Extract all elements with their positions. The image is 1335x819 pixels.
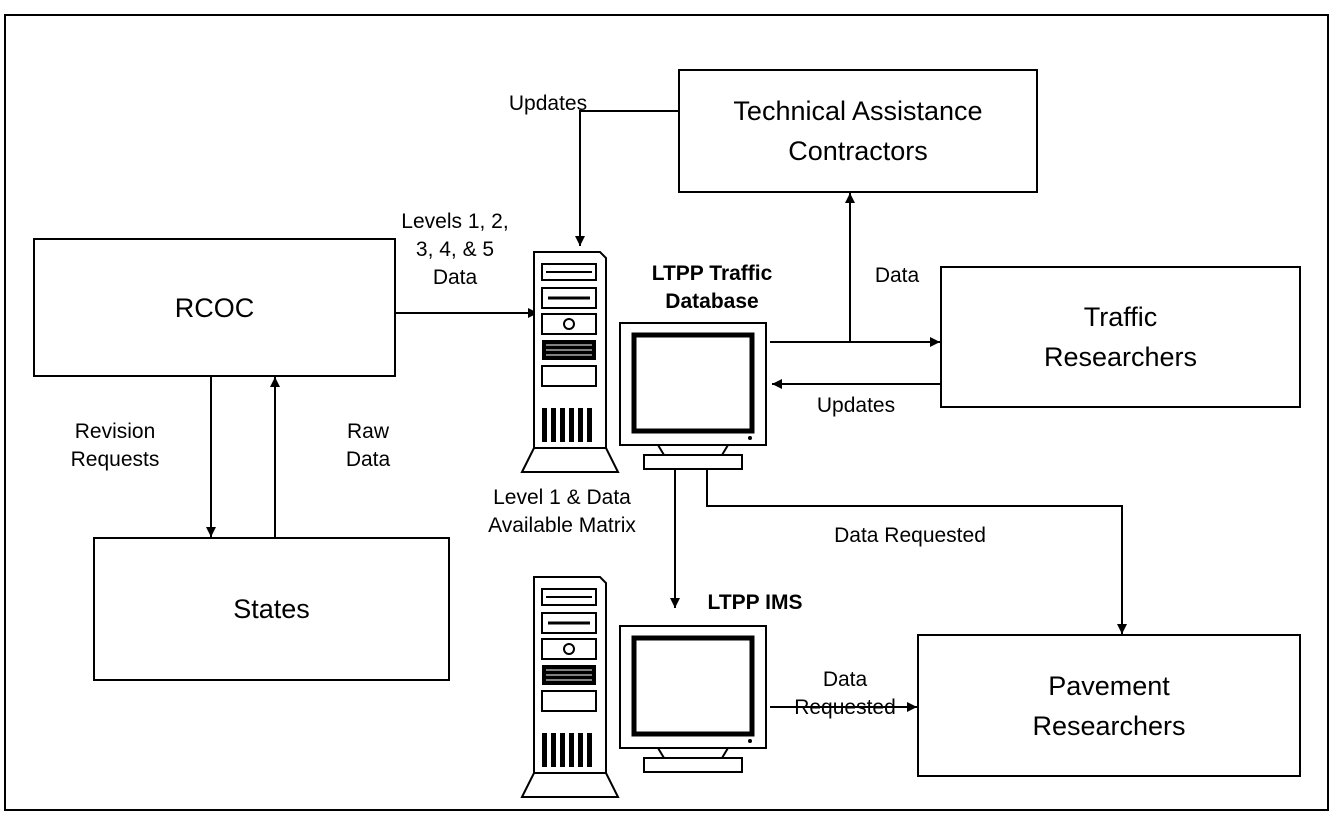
label-data: Data [874, 264, 920, 287]
server-tower-icon [520, 251, 620, 473]
server-tower-icon-ims [520, 576, 620, 798]
label-revision-requests: Revision Requests [70, 420, 160, 471]
label-ltpp-ims: LTPP IMS [707, 591, 803, 614]
label-raw-data: Raw Data [345, 420, 391, 471]
box-rcoc: RCOC [33, 238, 396, 377]
box-states: States [93, 537, 450, 681]
label-data-requested-top: Data Requested [834, 524, 986, 547]
label-ltpp-traffic-database: LTPP Traffic Database [651, 262, 773, 313]
arrow-updates-to-database [575, 110, 678, 246]
box-technical-assistance: Technical Assistance Contractors [678, 69, 1038, 193]
label-data-requested-bottom: Data Requested [794, 668, 896, 719]
diagram-frame [4, 14, 1329, 811]
label-level1-matrix: Level 1 & Data Available Matrix [488, 486, 636, 537]
label-updates-right: Updates [816, 394, 896, 417]
monitor-icon-ims [619, 625, 767, 773]
box-traffic-researchers: Traffic Researchers [940, 266, 1301, 408]
arrow-database-to-pavement [706, 468, 1127, 634]
label-levels-data: Levels 1, 2, 3, 4, & 5 Data [401, 210, 509, 289]
box-pavement-researchers: Pavement Researchers [917, 634, 1301, 777]
monitor-icon [619, 322, 767, 470]
label-updates-top: Updates [508, 92, 588, 115]
